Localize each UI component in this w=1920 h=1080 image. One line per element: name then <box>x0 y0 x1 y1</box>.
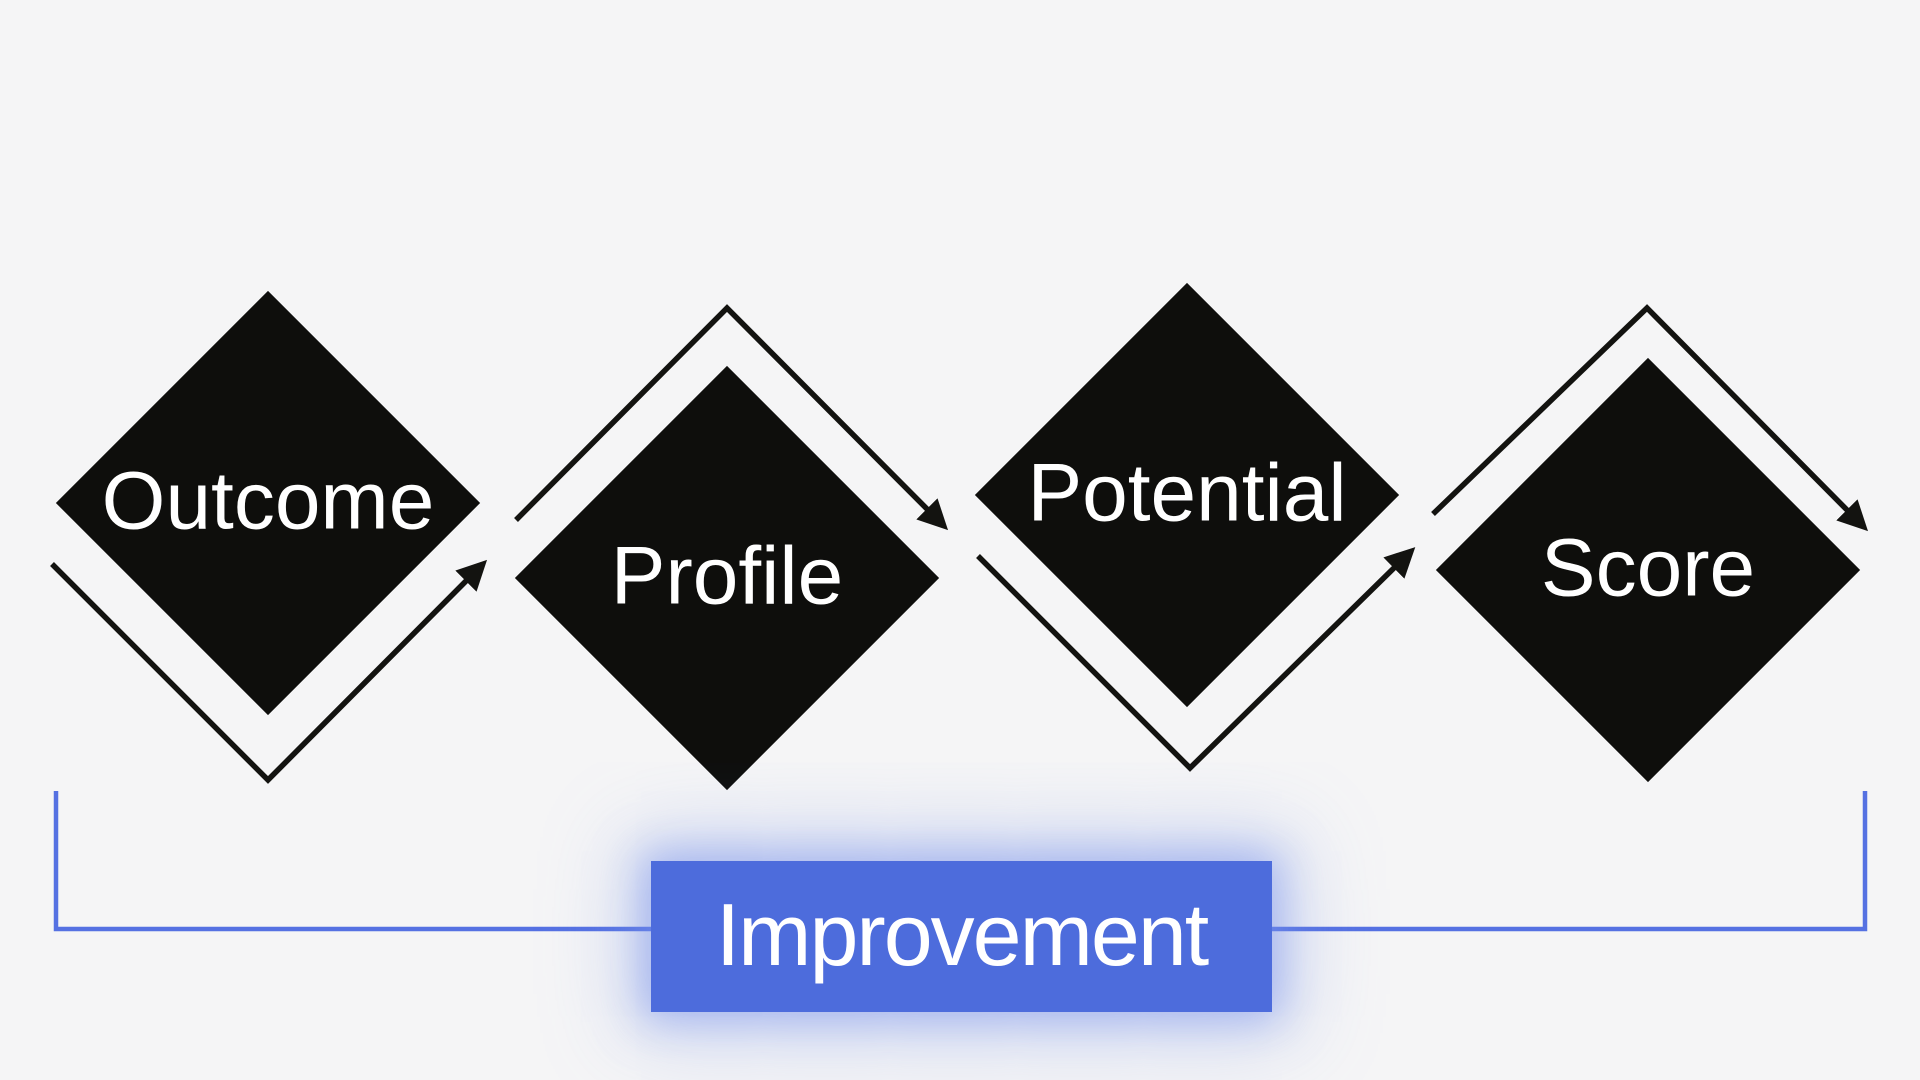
improvement-banner: Improvement <box>651 861 1272 1012</box>
diamond-label-potential: Potential <box>1027 447 1347 539</box>
improvement-banner-label: Improvement <box>715 884 1210 984</box>
arrow-score-exit <box>1431 304 1868 532</box>
arrow-profile-to-potential <box>514 304 949 531</box>
diamond-label-score: Score <box>1540 522 1756 614</box>
diamond-label-profile: Profile <box>610 530 844 622</box>
arrow-outcome-to-profile <box>50 559 488 784</box>
arrow-potential-to-score <box>976 547 1416 772</box>
diamond-label-outcome: Outcome <box>101 455 435 547</box>
